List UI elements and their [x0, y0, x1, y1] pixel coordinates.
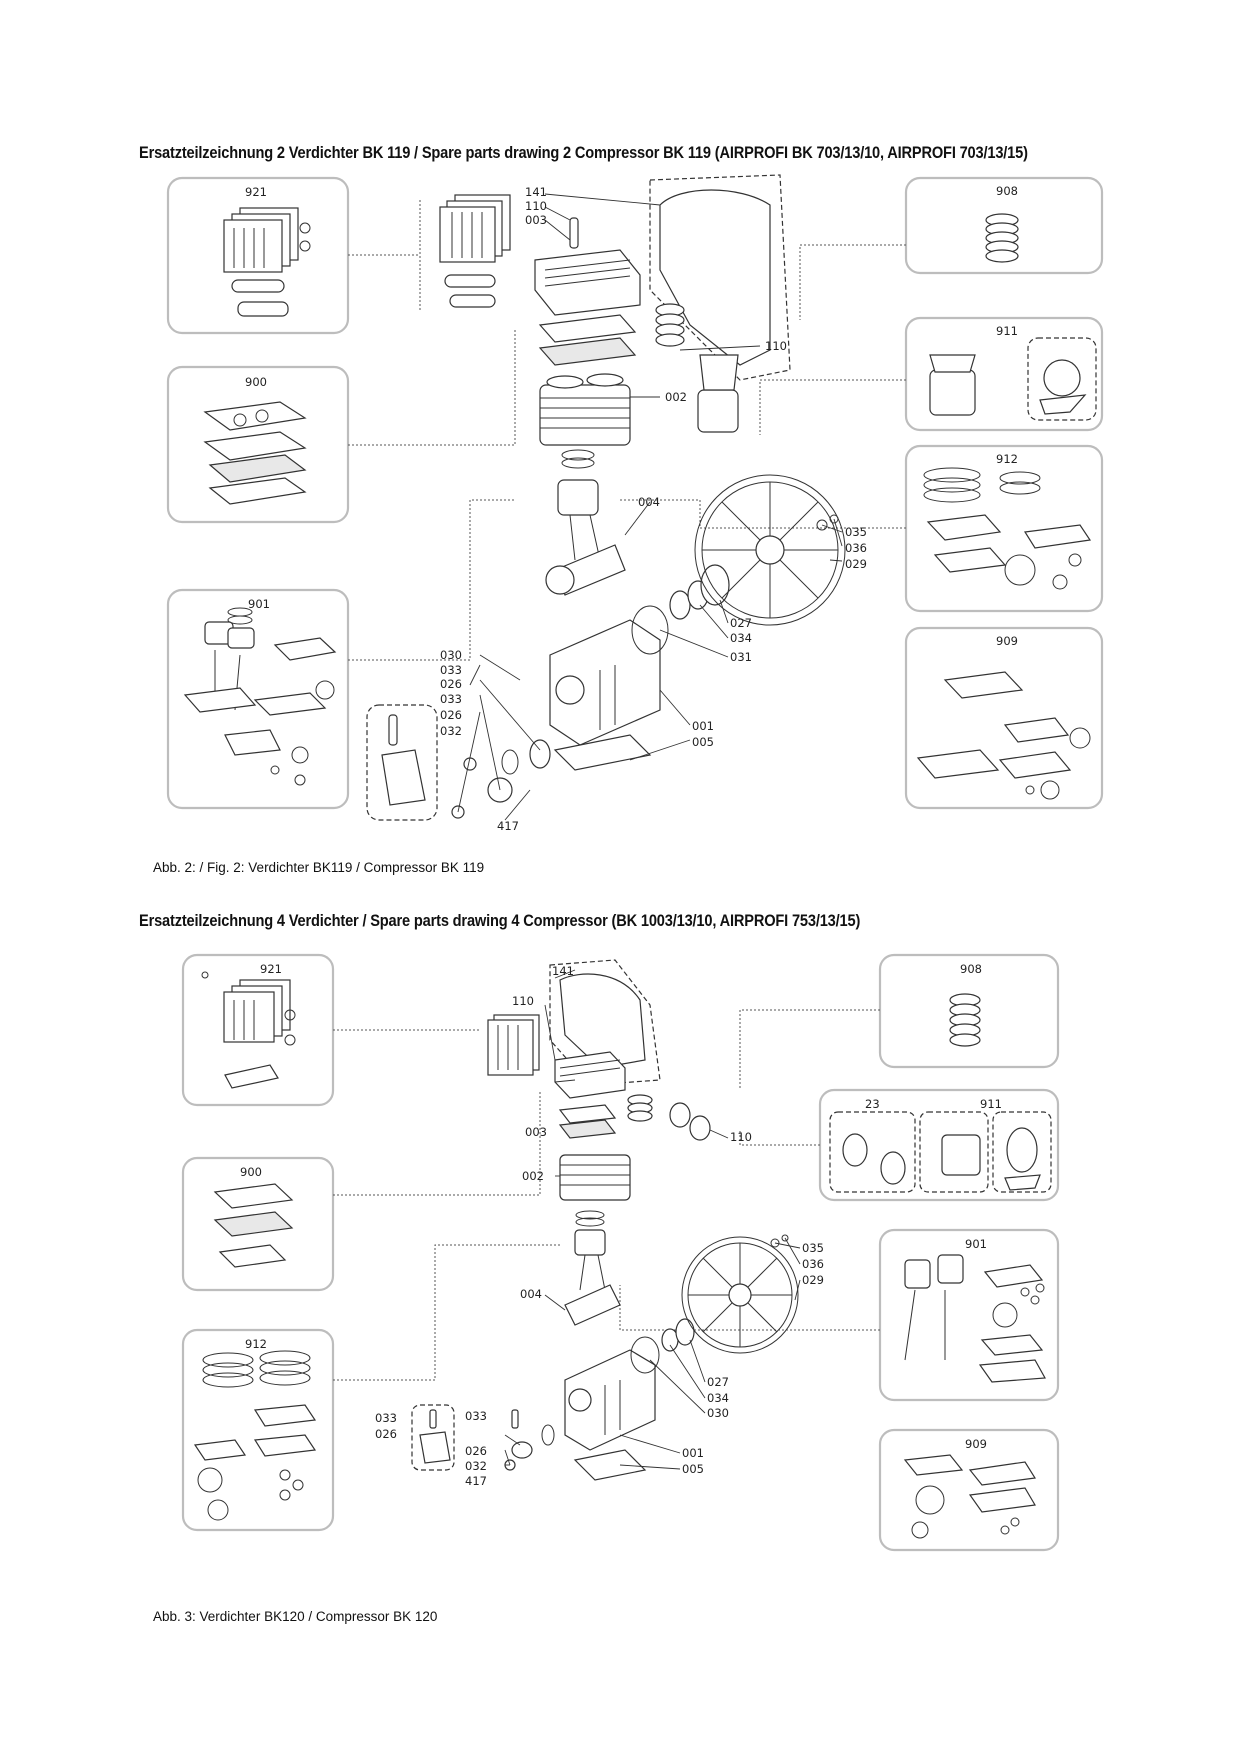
- d4-kit-900-label: 900: [240, 1165, 262, 1179]
- d2-part-029: 029: [845, 557, 867, 571]
- d4-part-110a: 110: [512, 994, 534, 1008]
- d4-part-033b: 033: [465, 1409, 487, 1423]
- kit-900-box-4: 900: [181, 1156, 335, 1292]
- d4-part-026b: 026: [465, 1444, 487, 1458]
- d2-part-141: 141: [525, 185, 547, 199]
- d2-part-032: 032: [440, 724, 462, 738]
- d4-part-033a: 033: [375, 1411, 397, 1425]
- d2-part-027: 027: [730, 616, 752, 630]
- kit-908-box: 908: [904, 176, 1104, 275]
- compressor-assembly-2: [366, 174, 846, 821]
- d4-part-005: 005: [682, 1462, 704, 1476]
- d4-kit-908-label: 908: [960, 962, 982, 976]
- kit-911-label: 911: [996, 324, 1018, 338]
- d4-part-417: 417: [465, 1474, 487, 1488]
- d4-part-032: 032: [465, 1459, 487, 1473]
- kit-908-box-4: 908: [878, 953, 1060, 1069]
- d4-part-029: 029: [802, 1273, 824, 1287]
- d4-part-141: 141: [552, 964, 574, 978]
- kit-909-label: 909: [996, 634, 1018, 648]
- kit-901-box: 901: [166, 588, 350, 810]
- kit-912-box: 912: [904, 444, 1104, 613]
- kit-901-label: 901: [248, 597, 270, 611]
- kit-911-box: 911: [904, 316, 1104, 432]
- d4-part-110b: 110: [730, 1130, 752, 1144]
- kit-900-label: 900: [245, 375, 267, 389]
- drawing2-heading: Ersatzteilzeichnung 2 Verdichter BK 119 …: [139, 143, 1028, 162]
- kit-908-label: 908: [996, 184, 1018, 198]
- d4-part-001: 001: [682, 1446, 704, 1460]
- d2-part-005: 005: [692, 735, 714, 749]
- kit-909-box: 909: [904, 626, 1104, 810]
- d4-part-034: 034: [707, 1391, 729, 1405]
- d4-part-027: 027: [707, 1375, 729, 1389]
- kit-921-box-4: 921: [181, 953, 335, 1107]
- d4-part-030: 030: [707, 1406, 729, 1420]
- d2-part-004: 004: [638, 495, 660, 509]
- d4-part-004: 004: [520, 1287, 542, 1301]
- d2-part-026a: 026: [440, 677, 462, 691]
- d4-part-002: 002: [522, 1169, 544, 1183]
- kit-911-box-4: 23 911: [818, 1088, 1060, 1202]
- d4-part-035: 035: [802, 1241, 824, 1255]
- kit-912-box-4: 912: [181, 1328, 335, 1532]
- d4-part-036: 036: [802, 1257, 824, 1271]
- d2-part-034: 034: [730, 631, 752, 645]
- d2-part-026b: 026: [440, 708, 462, 722]
- d4-kit-911-label: 911: [980, 1097, 1002, 1111]
- d2-part-030: 030: [440, 648, 462, 662]
- kit-921-label: 921: [245, 185, 267, 199]
- d2-part-035: 035: [845, 525, 867, 539]
- drawing4-heading: Ersatzteilzeichnung 4 Verdichter / Spare…: [139, 911, 861, 930]
- drawing2-caption: Abb. 2: / Fig. 2: Verdichter BK119 / Com…: [153, 860, 485, 875]
- d2-part-110a: 110: [525, 199, 547, 213]
- d2-part-001: 001: [692, 719, 714, 733]
- kit-909-box-4: 909: [878, 1428, 1060, 1552]
- d2-part-036: 036: [845, 541, 867, 555]
- drawing2-diagram: 921 900 901: [166, 174, 1104, 833]
- d4-part-003: 003: [525, 1125, 547, 1139]
- d2-part-033b: 033: [440, 692, 462, 706]
- d4-kit-23-label: 23: [865, 1097, 880, 1111]
- d2-part-031: 031: [730, 650, 752, 664]
- d4-kit-912-label: 912: [245, 1337, 267, 1351]
- kit-901-box-4: 901: [878, 1228, 1060, 1402]
- d2-part-002: 002: [665, 390, 687, 404]
- d2-part-417: 417: [497, 819, 519, 833]
- d4-kit-921-label: 921: [260, 962, 282, 976]
- kit-900-box: 900: [166, 365, 350, 524]
- drawing4-diagram: 921 900 912: [181, 953, 1060, 1552]
- drawing4-caption: Abb. 3: Verdichter BK120 / Compressor BK…: [153, 1609, 438, 1624]
- d2-part-110b: 110: [765, 339, 787, 353]
- compressor-assembly-4: [411, 959, 801, 1481]
- d2-part-003: 003: [525, 213, 547, 227]
- d4-kit-909-label: 909: [965, 1437, 987, 1451]
- kit-921-box: 921: [166, 176, 350, 335]
- kit-912-label: 912: [996, 452, 1018, 466]
- d2-part-033a: 033: [440, 663, 462, 677]
- d4-part-026a: 026: [375, 1427, 397, 1441]
- d4-kit-901-label: 901: [965, 1237, 987, 1251]
